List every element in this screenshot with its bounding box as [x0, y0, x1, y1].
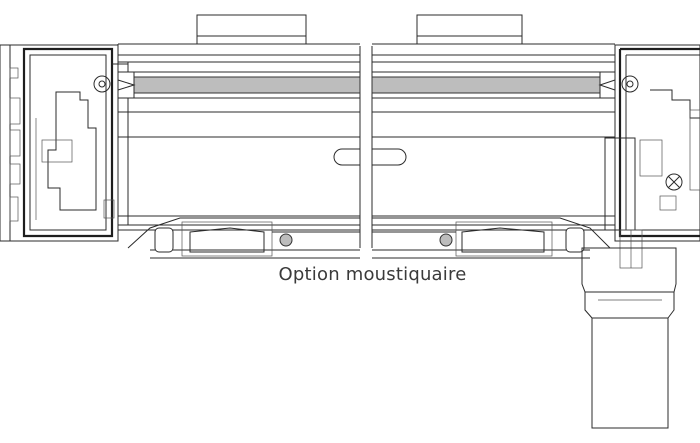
- sash-left: [117, 43, 361, 240]
- wheel-right: [439, 233, 453, 247]
- screen-rail-left: [127, 217, 360, 259]
- glass-clamp-right: [598, 71, 616, 99]
- section-break-lines: [359, 46, 373, 248]
- sash-right: [371, 43, 615, 231]
- frame-left: [0, 44, 128, 242]
- glass-clamp-left: [117, 71, 136, 99]
- drainage-slot: [333, 148, 407, 166]
- top-bracket-right: [416, 14, 523, 45]
- wheel-left: [279, 233, 293, 247]
- screen-rail-right: [372, 217, 611, 259]
- glass-pane-right: [371, 76, 601, 94]
- glass-pane-left: [133, 76, 361, 94]
- top-bracket-left: [196, 14, 307, 45]
- frame-right: [604, 44, 700, 269]
- caption-text: Option moustiquaire: [278, 264, 467, 285]
- screen-cassette: [581, 247, 677, 429]
